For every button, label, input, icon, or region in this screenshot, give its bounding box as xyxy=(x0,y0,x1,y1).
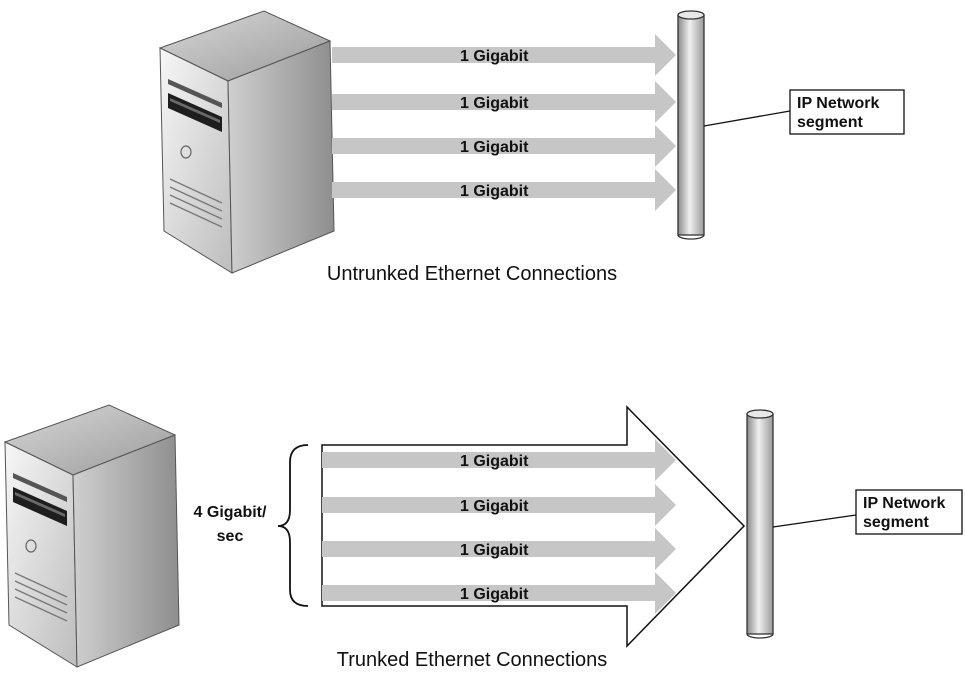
untrunked-link-labels: 1 Gigabit 1 Gigabit 1 Gigabit 1 Gigabit xyxy=(460,48,529,200)
caption-untrunked: Untrunked Ethernet Connections xyxy=(327,263,617,285)
network-label-line2: segment xyxy=(797,114,863,131)
link-label: 1 Gigabit xyxy=(460,139,529,156)
server-icon-untrunked xyxy=(159,10,335,274)
network-connector-line xyxy=(703,110,791,127)
network-label-line1: IP Network xyxy=(863,495,946,512)
trunked-link-arrows xyxy=(322,439,676,614)
network-segment-pole-trunked xyxy=(746,409,774,639)
aggregate-bandwidth-label: 4 Gigabit/ sec xyxy=(194,504,267,545)
link-label: 1 Gigabit xyxy=(460,95,529,112)
bandwidth-line2: sec xyxy=(217,528,244,545)
network-label-box-trunked: IP Network segment xyxy=(855,489,963,535)
link-arrow xyxy=(322,439,676,481)
link-arrow xyxy=(322,484,676,526)
link-label: 1 Gigabit xyxy=(460,453,529,470)
trunk-outline-arrow xyxy=(321,405,746,648)
network-label-line1: IP Network xyxy=(797,95,880,112)
link-label: 1 Gigabit xyxy=(460,498,529,515)
link-arrow xyxy=(322,572,676,614)
network-label-box-untrunked: IP Network segment xyxy=(789,89,905,135)
bandwidth-line1: 4 Gigabit/ xyxy=(194,504,267,521)
network-segment-pole-untrunked xyxy=(677,10,705,240)
bandwidth-brace xyxy=(277,444,309,607)
link-label: 1 Gigabit xyxy=(460,48,529,65)
link-arrow xyxy=(332,169,676,211)
network-label-line2: segment xyxy=(863,514,929,531)
network-connector-line xyxy=(772,514,857,528)
trunked-link-labels: 1 Gigabit 1 Gigabit 1 Gigabit 1 Gigabit xyxy=(460,453,529,603)
caption-trunked: Trunked Ethernet Connections xyxy=(337,649,608,671)
link-arrow xyxy=(322,528,676,570)
server-icon-trunked xyxy=(4,404,180,668)
link-label: 1 Gigabit xyxy=(460,586,529,603)
link-arrow xyxy=(332,81,676,123)
link-arrow xyxy=(332,125,676,167)
link-label: 1 Gigabit xyxy=(460,183,529,200)
link-arrow xyxy=(332,34,676,76)
link-label: 1 Gigabit xyxy=(460,542,529,559)
untrunked-link-arrows xyxy=(332,34,676,211)
